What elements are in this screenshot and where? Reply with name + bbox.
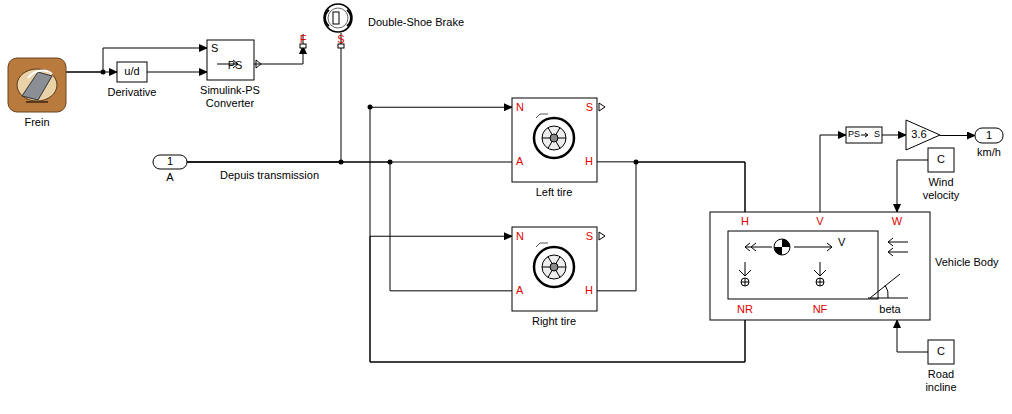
port-label: A [516,284,523,297]
port-label: V [816,215,823,228]
double-shoe-brake: FSDouble-Shoe Brake [296,2,360,46]
block-text: C [937,153,945,166]
signal-line [597,162,745,212]
tire-block-outline [512,98,597,182]
block-text: u/d [124,65,139,78]
port-label: S [586,230,593,243]
port-label: NR [737,303,753,316]
vehicle-body-block: HVWVNRNFbetaVehicle Body [710,212,930,320]
constant-block: CRoad incline [928,340,954,364]
block-name: Double-Shoe Brake [368,16,464,29]
converter-block: SPSSimulink-PS Converter [207,40,254,80]
tire-block: NSAHRight tire [512,227,597,311]
block-name: Road incline [911,368,971,393]
block-name: Frein [24,116,49,129]
block-text: V [838,236,845,249]
block-text: beta [879,303,900,316]
tire-block-outline [512,227,597,311]
block-text: 1 [986,129,992,142]
converter-block: PS S [846,127,882,143]
port-label: NF [813,303,828,316]
block-name: Right tire [532,315,576,328]
port-label: S [586,101,593,114]
signal-line [820,135,846,212]
port-label: H [585,155,593,168]
block-text: S [874,129,880,139]
signal-line [882,135,906,136]
outport-block: 1km/h [975,128,1003,143]
signal-label: Depuis transmission [220,169,319,182]
block-text: C [937,345,945,358]
signal-line [897,320,928,352]
port-label: N [516,101,524,114]
constant-block: CWind velocity [928,148,954,172]
block-name: Simulink-PS Converter [190,84,270,109]
brake-pedal-block: Frein [8,58,66,112]
inport-block: 1A [153,155,187,169]
signal-line [254,46,303,64]
block-text: 1 [167,155,173,168]
block-name: km/h [977,146,1001,159]
block-name: A [166,171,173,184]
port-label: F [300,33,307,46]
block-text: PS [848,129,860,139]
brake-pedal-block-outline [8,58,66,112]
block-text: S [211,42,218,55]
port-label: H [741,215,749,228]
signal-line [940,135,975,136]
port-label: W [892,215,902,228]
gain-block: 3.6 [906,120,940,150]
block-name: Wind velocity [911,176,971,201]
port-label: A [516,155,523,168]
derivative-block: u/dDerivative [117,62,147,82]
block-name: Derivative [108,86,157,99]
signal-line [370,107,745,362]
block-name: Left tire [536,186,573,199]
block-text: PS [228,59,243,72]
port-label: N [516,230,524,243]
unconnected-port-marks [599,103,605,240]
block-name: Vehicle Body [935,256,999,269]
tire-block: NSAHLeft tire [512,98,597,182]
port-label: H [585,284,593,297]
block-text: 3.6 [911,128,926,141]
port-label: S [337,33,344,46]
signal-line [897,160,928,212]
signal-line [187,162,512,291]
signal-line [147,72,207,73]
